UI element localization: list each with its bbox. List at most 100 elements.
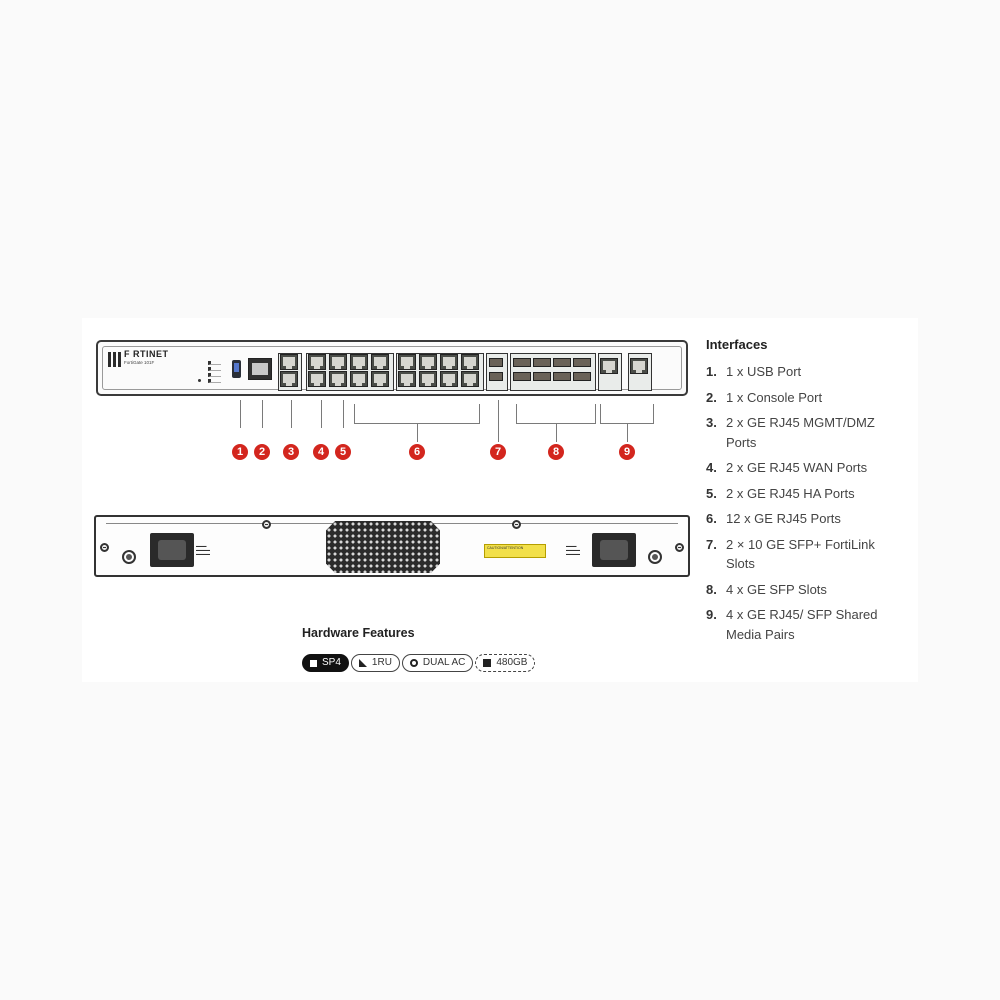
rj45-port <box>280 354 298 370</box>
ac-power-inlet <box>592 533 636 567</box>
callout-badge-9: 9 <box>619 444 635 460</box>
sfp-slot <box>513 372 531 381</box>
feature-pill-1ru: 1RU <box>350 654 400 672</box>
reset-pinhole <box>198 379 201 382</box>
rj45-port <box>371 371 389 387</box>
rj45-port <box>371 354 389 370</box>
sfp-slot <box>553 358 571 367</box>
sfp-slot <box>573 358 591 367</box>
rj45-port <box>461 371 479 387</box>
list-item: 6. 12 x GE RJ45 Ports <box>706 509 906 529</box>
ground-terminal-icon <box>648 550 662 564</box>
rj45-port <box>419 371 437 387</box>
callout-badge-1: 1 <box>232 444 248 460</box>
callout-bracket <box>354 404 480 424</box>
sfp-plus-slot <box>489 358 503 367</box>
triangle-icon <box>358 659 367 667</box>
status-leds <box>208 361 221 383</box>
feature-pill-480gb: 480GB <box>475 654 536 672</box>
callout-badge-7: 7 <box>490 444 506 460</box>
list-item-text: 12 x GE RJ45 Ports <box>726 511 841 526</box>
list-item-text: 2 x GE RJ45 MGMT/DMZ Ports <box>726 415 875 450</box>
screw-icon <box>512 520 521 529</box>
list-item-number: 3. <box>706 415 717 430</box>
rj45-port <box>308 354 326 370</box>
callout-line <box>240 400 241 428</box>
screw-icon <box>675 543 684 552</box>
list-item-number: 6. <box>706 511 717 526</box>
brand-logo-text: F RTINET <box>124 349 169 359</box>
list-item: 8. 4 x GE SFP Slots <box>706 580 906 600</box>
sfp-slot <box>573 372 591 381</box>
list-item-text: 4 x GE SFP Slots <box>726 581 827 597</box>
model-label: FortiGate 101F <box>124 360 155 365</box>
rj45-port <box>419 354 437 370</box>
list-item-number: 2. <box>706 389 717 405</box>
list-item-number: 1. <box>706 364 717 379</box>
fan-vent <box>326 521 440 573</box>
rj45-port <box>440 354 458 370</box>
storage-icon <box>483 659 492 667</box>
list-item: 9.4 x GE RJ45/ SFP Shared Media Pairs <box>706 605 906 644</box>
list-item-number: 4. <box>706 460 717 475</box>
callout-line <box>498 400 499 442</box>
rj45-port <box>329 371 347 387</box>
caution-label: CAUTION/ATTENTION <box>484 544 546 558</box>
rj45-port <box>329 354 347 370</box>
sfp-slot <box>513 358 531 367</box>
list-item-text: 2 x GE RJ45 HA Ports <box>726 485 855 501</box>
callout-badge-6: 6 <box>409 444 425 460</box>
ring-icon <box>409 659 418 667</box>
sfp-slot <box>553 372 571 381</box>
sfp-plus-slot <box>489 372 503 381</box>
interfaces-list: 1.1 x USB Port 2.1 x Console Port 3. 2 x … <box>706 362 906 650</box>
list-item: 4. 2 x GE RJ45 WAN Ports <box>706 458 906 478</box>
front-panel-illustration: F RTINET FortiGate 101F <box>96 340 688 396</box>
feature-pill-label: SP4 <box>322 657 341 668</box>
hardware-features-title: Hardware Features <box>302 626 415 640</box>
feature-pill-sp4: SP4 <box>302 654 349 672</box>
callout-bracket <box>600 404 654 424</box>
screw-icon <box>262 520 271 529</box>
list-item-number: 8. <box>706 581 717 597</box>
list-item: 1.1 x USB Port <box>706 362 906 382</box>
rj45-port <box>630 358 648 374</box>
interfaces-title: Interfaces <box>706 337 768 352</box>
callout-badge-2: 2 <box>254 444 270 460</box>
rj45-port <box>440 371 458 387</box>
list-item: 5. 2 x GE RJ45 HA Ports <box>706 484 906 504</box>
screw-icon <box>100 543 109 552</box>
callout-badge-5: 5 <box>335 444 351 460</box>
usb-port <box>232 360 241 378</box>
list-item-number: 7. <box>706 536 717 552</box>
fortinet-logo-icon <box>108 352 121 367</box>
callout-line <box>291 400 292 428</box>
callout-line <box>262 400 263 428</box>
hardware-feature-pills: SP4 1RU DUAL AC 480GB <box>302 654 536 672</box>
feature-pill-dual-ac: DUAL AC <box>401 654 474 672</box>
callout-line <box>556 424 557 442</box>
product-card: F RTINET FortiGate 101F <box>82 318 918 682</box>
rj45-port <box>350 371 368 387</box>
rj45-port <box>308 371 326 387</box>
callout-line <box>627 424 628 442</box>
power-rating-text: ▬▬▬▬▬▬▬▬▬▬▬ <box>196 544 210 556</box>
sfp-slot <box>533 372 551 381</box>
rj45-port <box>461 354 479 370</box>
list-item: 2.1 x Console Port <box>706 388 906 408</box>
rj45-port <box>280 371 298 387</box>
ground-terminal-icon <box>122 550 136 564</box>
callout-badge-8: 8 <box>548 444 564 460</box>
back-panel-illustration: ▬▬▬▬▬▬▬▬▬▬▬ CAUTION/ATTENTION ▬▬▬▬▬▬▬▬▬▬… <box>94 515 690 577</box>
console-port <box>248 358 272 380</box>
power-rating-text: ▬▬▬▬▬▬▬▬▬▬▬ <box>566 544 580 556</box>
sfp-slot <box>533 358 551 367</box>
callout-line <box>321 400 322 428</box>
callout-badge-4: 4 <box>313 444 329 460</box>
list-item-text: 4 x GE RJ45/ SFP Shared Media Pairs <box>726 607 878 642</box>
list-item-number: 5. <box>706 485 717 501</box>
square-icon <box>310 659 317 667</box>
list-item-text: 2 x GE RJ45 WAN Ports <box>726 460 868 475</box>
feature-pill-label: DUAL AC <box>422 657 466 668</box>
feature-pill-label: 480GB <box>496 657 528 668</box>
